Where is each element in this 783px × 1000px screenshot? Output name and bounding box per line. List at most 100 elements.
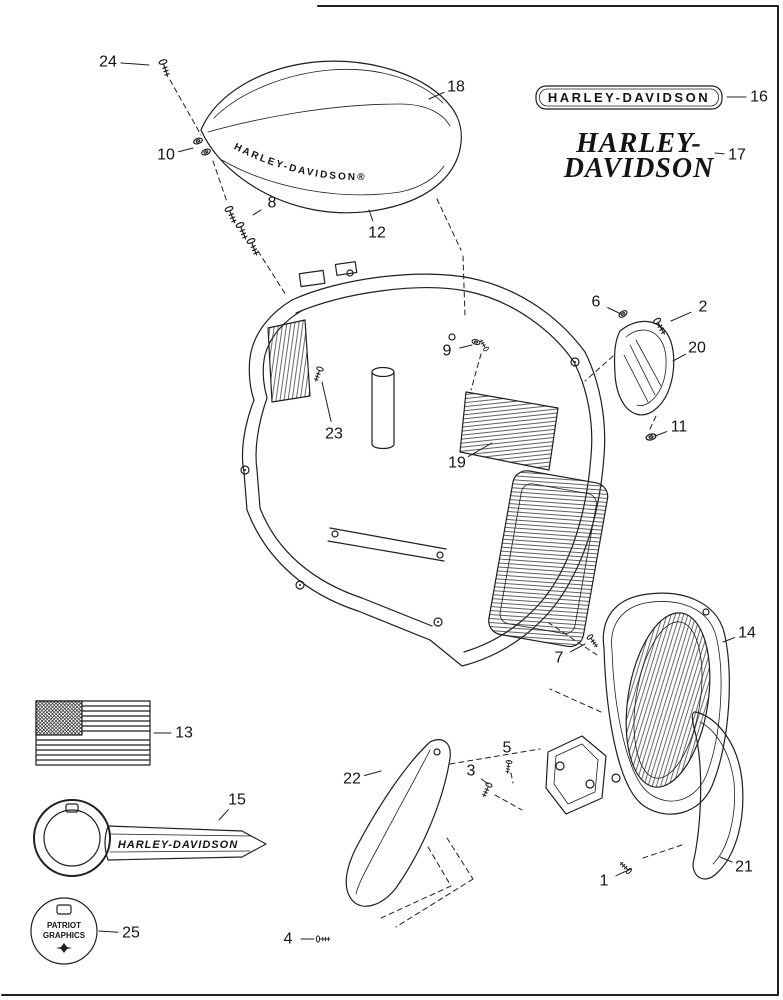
assembly-dashed-line: [169, 79, 202, 136]
assembly-dashed-line: [642, 843, 686, 859]
callout-number-5: 5: [503, 740, 512, 757]
callout-number-7: 7: [555, 650, 564, 667]
part-chin-fairing: [345, 739, 451, 907]
callout-number-14: 14: [738, 625, 756, 642]
part-screw-2: [651, 316, 669, 337]
page-border: [1, 5, 779, 996]
callout-leader-21: [719, 856, 733, 863]
assembly-dashed-line: [470, 353, 482, 391]
callout-number-20: 20: [688, 340, 706, 357]
part-screw-24: [157, 58, 173, 79]
assembly-dashed-line: [462, 255, 466, 317]
callout-number-23: 23: [325, 426, 343, 443]
assembly-dashed-line: [649, 415, 657, 430]
callout-number-1: 1: [600, 873, 609, 890]
tank-logo-text: HARLEY-DAVIDSON®: [232, 142, 365, 183]
callout-number-10: 10: [157, 147, 175, 164]
callout-leader-23: [321, 381, 332, 422]
patriot-plane-icon: [56, 943, 72, 953]
key-logo-text: HARLEY-DAVIDSON: [118, 839, 238, 851]
callout-leader-14: [722, 637, 736, 643]
part-badge-decal: HARLEY-DAVIDSON: [535, 85, 723, 110]
badge-decal-text: HARLEY-DAVIDSON: [548, 90, 710, 105]
assembly-dashed-line: [212, 160, 228, 203]
callout-leader-15: [218, 809, 229, 821]
callout-number-21: 21: [735, 859, 753, 876]
part-spacers-10: [192, 136, 212, 157]
callout-number-12: 12: [368, 225, 386, 242]
callouts-layer: 1234567891011121314151617181920212223242…: [98, 54, 768, 948]
part-screw-1: [617, 859, 633, 875]
assembly-dashed-line: [380, 885, 452, 919]
assembly-dashed-line: [510, 772, 514, 784]
assembly-dashed-line: [449, 748, 541, 765]
part-washer-6: [617, 308, 629, 320]
part-screw-5: [504, 759, 513, 775]
callout-leader-19: [467, 442, 493, 458]
assembly-dashed-line: [584, 355, 614, 382]
part-us-flag-decal: [35, 700, 151, 766]
patriot-logo-line2: GRAPHICS: [43, 931, 86, 940]
callout-number-13: 13: [175, 725, 193, 742]
script-logo-line1: HARLEY-: [575, 128, 702, 159]
callout-leader-25: [98, 930, 119, 933]
part-bolt-9: [470, 338, 490, 353]
callout-number-6: 6: [592, 294, 601, 311]
part-patriot-logo: PATRIOT GRAPHICS: [30, 897, 98, 965]
part-screw-4: [315, 935, 331, 943]
part-bolt-23: [311, 365, 325, 383]
callout-number-3: 3: [467, 763, 476, 780]
callout-leader-24: [120, 62, 150, 66]
callout-number-8: 8: [268, 195, 277, 212]
callout-leader-7: [569, 643, 586, 653]
callout-leader-9: [459, 344, 473, 349]
svg-text:HARLEY-DAVIDSON®: HARLEY-DAVIDSON®: [232, 142, 367, 183]
part-script-logo-decal: HARLEY- DAVIDSON: [563, 128, 715, 184]
callout-number-19: 19: [448, 455, 466, 472]
callout-leader-18: [428, 91, 445, 100]
callout-number-4: 4: [284, 931, 293, 948]
assembly-dashed-line: [436, 198, 462, 251]
callout-leader-6: [607, 307, 622, 315]
callout-leader-10: [178, 147, 194, 153]
assembly-dashed-line: [446, 837, 474, 880]
callout-leader-1: [615, 868, 632, 877]
callout-leader-20: [672, 353, 687, 362]
callout-number-11: 11: [671, 419, 688, 436]
assembly-dashed-line: [395, 878, 474, 928]
assembly-dashed-line: [257, 250, 287, 296]
callout-number-15: 15: [228, 792, 246, 809]
motorcycle-frame: [240, 261, 609, 667]
callout-leader-22: [364, 770, 382, 777]
script-logo-line2: DAVIDSON: [563, 153, 715, 184]
assembly-dashed-line: [549, 688, 602, 713]
assembly-dashed-line: [548, 622, 598, 656]
callout-leader-3: [480, 778, 489, 785]
callout-number-2: 2: [699, 299, 708, 316]
callout-leader-12: [368, 209, 374, 222]
callout-number-22: 22: [343, 771, 361, 788]
callout-number-17: 17: [728, 147, 746, 164]
callout-number-25: 25: [122, 925, 140, 942]
part-screw-7: [585, 633, 600, 650]
callout-number-18: 18: [447, 79, 465, 96]
callout-leader-2: [670, 311, 692, 322]
part-console-cover: HARLEY-DAVIDSON®: [200, 60, 462, 214]
part-side-trim: [691, 711, 744, 880]
part-key-logo-decal: HARLEY-DAVIDSON: [33, 799, 267, 877]
callout-leader-17: [714, 152, 725, 155]
assembly-dashed-line: [427, 846, 452, 887]
part-screw-3: [480, 781, 494, 799]
callout-number-16: 16: [750, 89, 768, 106]
part-side-cover-upper: [613, 320, 675, 416]
part-washer-11: [644, 432, 658, 442]
part-mounting-bracket: [545, 735, 607, 815]
callout-number-24: 24: [99, 54, 117, 71]
assembly-dashed-line: [494, 794, 523, 811]
callout-leader-11: [654, 431, 668, 437]
callout-number-9: 9: [443, 343, 452, 360]
patriot-logo-line1: PATRIOT: [47, 921, 81, 930]
part-side-cover-lower: [602, 592, 730, 815]
